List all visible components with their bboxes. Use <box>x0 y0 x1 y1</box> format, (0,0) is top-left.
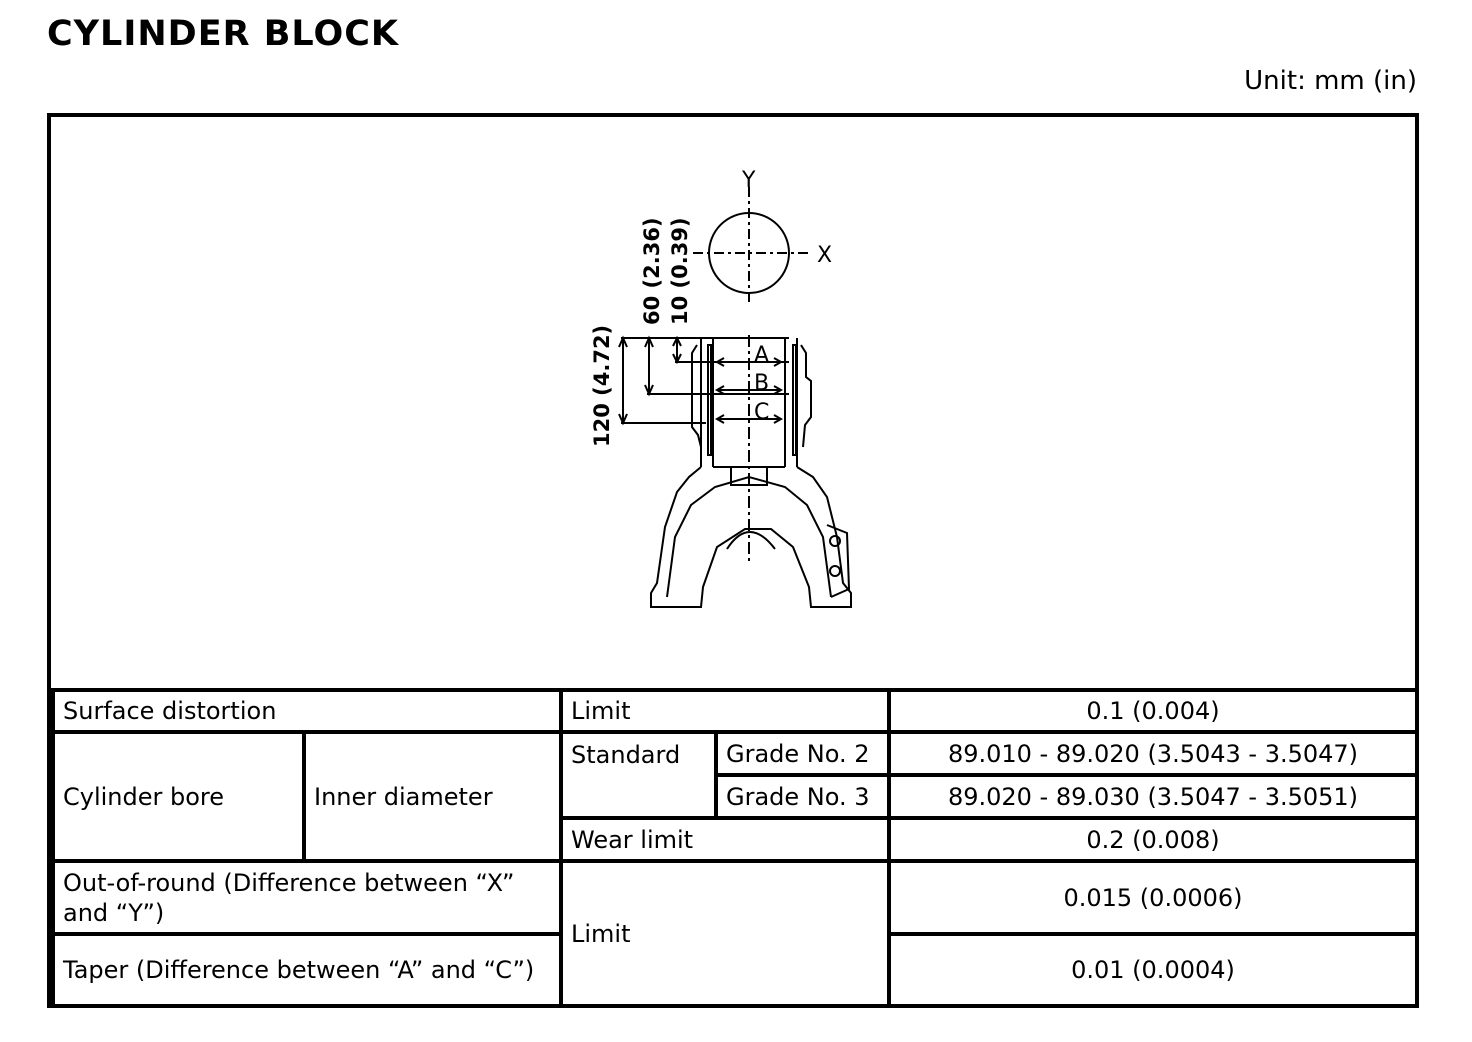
block-section-outline <box>650 338 852 608</box>
spec-table: Surface distortion Limit 0.1 (0.004) Cyl… <box>51 688 1419 1008</box>
inner-diameter-cell: Inner diameter <box>302 730 563 863</box>
table-row: Cylinder bore Inner diameter Standard Gr… <box>51 730 1419 863</box>
x-axis-label: X <box>817 243 832 268</box>
y-axis-label: Y <box>741 168 756 193</box>
table-row: Out-of-round (Difference between “X” and… <box>51 859 1419 1008</box>
dim-60-label: 60 (2.36) <box>640 217 664 325</box>
cylinder-bore-item: Cylinder bore <box>51 730 306 863</box>
wear-limit-value: 0.2 (0.008) <box>887 816 1419 863</box>
table-row: Taper (Difference between “A” and “C”) 0… <box>51 932 1419 1008</box>
grade3-value: 89.020 - 89.030 (3.5047 - 3.5051) <box>887 773 1419 820</box>
table-row: Surface distortion Limit 0.1 (0.004) <box>51 688 1419 734</box>
wear-limit-cell: Wear limit <box>559 816 891 863</box>
grade2-cell: Grade No. 2 <box>714 730 891 777</box>
table-row: Grade No. 3 89.020 - 89.030 (3.5047 - 3.… <box>53 773 1419 820</box>
dim-120-label: 120 (4.72) <box>590 325 614 447</box>
surface-distortion-value: 0.1 (0.004) <box>887 688 1419 734</box>
shared-limit-cell: Limit <box>559 859 891 1008</box>
grade3-cell: Grade No. 3 <box>714 773 891 820</box>
point-a-label: A <box>754 343 769 368</box>
table-row: Wear limit 0.2 (0.008) <box>53 816 1419 863</box>
taper-value: 0.01 (0.0004) <box>887 932 1419 1008</box>
point-c-label: C <box>754 400 769 425</box>
taper-item: Taper (Difference between “A” and “C”) <box>51 932 563 1008</box>
dim-10-label: 10 (0.39) <box>668 217 692 325</box>
spec-frame: Y X A B C 120 (4.72) 60 (2.36) 10 (0.39)… <box>47 113 1419 1008</box>
point-b-label: B <box>754 371 769 396</box>
cylinder-block-diagram: Y X A B C 120 (4.72) 60 (2.36) 10 (0.39) <box>590 168 852 608</box>
grade2-value: 89.010 - 89.020 (3.5043 - 3.5047) <box>887 730 1419 777</box>
unit-label: Unit: mm (in) <box>1244 66 1417 96</box>
surface-distortion-item: Surface distortion <box>51 688 563 734</box>
page-title: CYLINDER BLOCK <box>47 14 400 54</box>
surface-distortion-cond: Limit <box>559 688 891 734</box>
standard-cell: Standard <box>559 730 718 820</box>
out-of-round-item: Out-of-round (Difference between “X” and… <box>51 859 563 936</box>
out-of-round-value: 0.015 (0.0006) <box>887 859 1419 936</box>
